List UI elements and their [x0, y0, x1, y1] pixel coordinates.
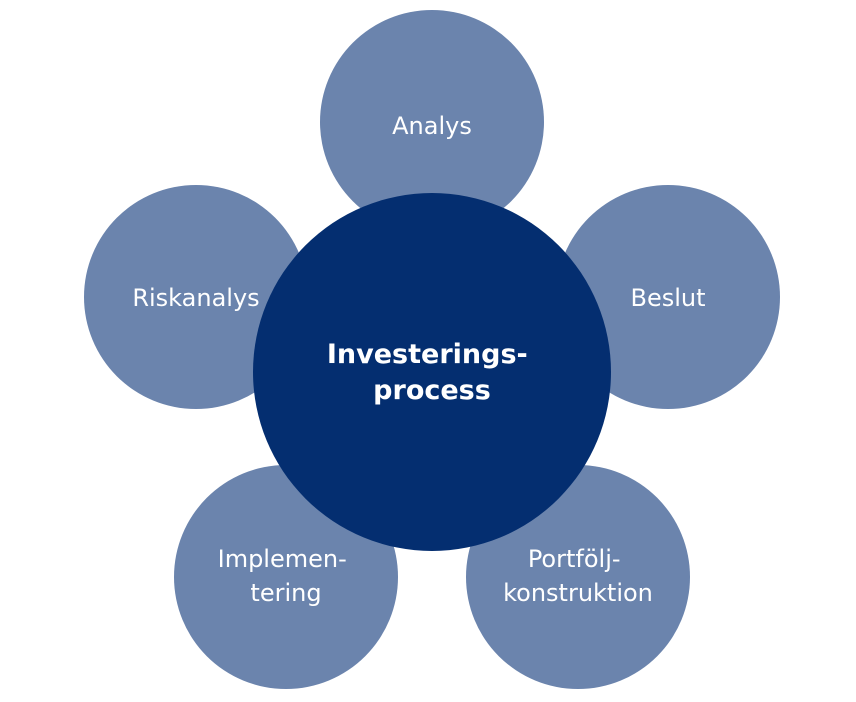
label-implementering-line-1: Implemen-	[218, 545, 347, 573]
label-beslut-line-1: Beslut	[630, 284, 705, 312]
label-implementering: Implemen- tering	[218, 545, 355, 607]
circle-riskanalys	[84, 185, 308, 409]
label-analys: Analys	[392, 112, 472, 140]
circle-analys	[320, 10, 544, 234]
circle-beslut	[556, 185, 780, 409]
label-analys-line-1: Analys	[392, 112, 472, 140]
label-riskanalys: Riskanalys	[132, 284, 259, 312]
center-label-line-1: Investerings-	[327, 339, 528, 370]
label-riskanalys-line-1: Riskanalys	[132, 284, 259, 312]
label-portfolj-line-1: Portfölj-	[528, 545, 621, 573]
label-beslut: Beslut	[630, 284, 705, 312]
label-implementering-line-2: tering	[250, 579, 321, 607]
label-portfolj-line-2: konstruktion	[503, 579, 653, 607]
circle-center	[253, 193, 611, 551]
center-label: Investerings- process	[327, 339, 537, 406]
center-label-line-2: process	[373, 375, 491, 406]
label-portfolj: Portfölj- konstruktion	[503, 545, 653, 607]
